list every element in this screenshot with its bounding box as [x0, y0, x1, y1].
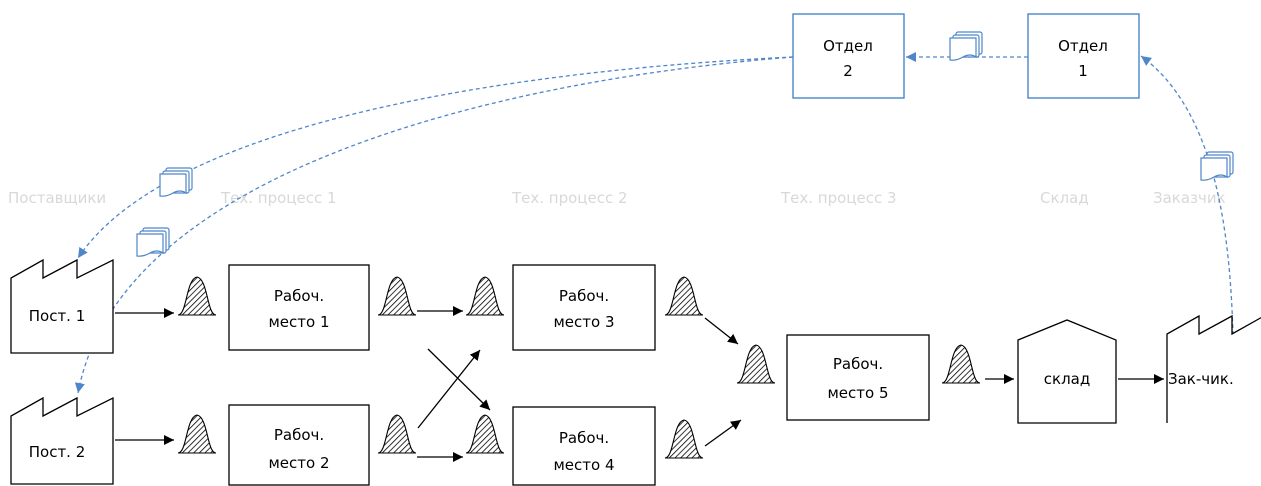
- workstation-4-title: Рабоч.: [559, 429, 609, 447]
- document-stack-icon: [1200, 151, 1234, 181]
- flow-ws4-to-ws5: [704, 419, 742, 447]
- department-1: Отдел 1: [1027, 13, 1140, 99]
- workstation-5-number: место 5: [827, 384, 888, 402]
- factory-icon: [1166, 314, 1261, 423]
- lane-labels: Поставщики Тех. процесс 1 Тех. процесс 2…: [8, 189, 1226, 207]
- info-flow-dept2-to-supplier1: [77, 56, 794, 259]
- department-2: Отдел 2: [792, 13, 905, 99]
- document-stack-icon: [159, 167, 193, 197]
- supplier-2-label: Пост. 2: [29, 443, 86, 461]
- supplier-1-label: Пост. 1: [29, 307, 86, 325]
- inventory-icon: [377, 414, 417, 454]
- workstation-3-number: место 3: [553, 313, 614, 331]
- warehouse: склад: [1017, 319, 1117, 424]
- inventory-icon: [941, 344, 981, 384]
- information-flows: [74, 52, 1234, 394]
- inventory-icon: [465, 276, 505, 316]
- warehouse-icon: [1017, 319, 1117, 424]
- inventory-icon: [664, 276, 704, 316]
- factory-icon: [10, 396, 114, 485]
- workstation-1-number: место 1: [268, 313, 329, 331]
- customer-label: Зак-чик.: [1168, 370, 1234, 388]
- lane-label-process-2: Тех. процесс 2: [511, 189, 628, 207]
- workstation-1: Рабоч. место 1: [228, 264, 370, 351]
- department-1-number: 1: [1078, 62, 1088, 80]
- inventory-icon: [664, 419, 704, 459]
- inventory-icon: [377, 276, 417, 316]
- supplier-1: Пост. 1: [10, 258, 114, 354]
- info-flow-customer-to-dept1: [1140, 55, 1234, 336]
- workstation-2-number: место 2: [268, 454, 329, 472]
- workstation-2-title: Рабоч.: [274, 426, 324, 444]
- flow-ws1-to-ws4: [427, 348, 491, 411]
- info-flow-dept2-to-supplier2: [74, 56, 794, 394]
- factory-icon: [10, 258, 114, 354]
- workstation-4-number: место 4: [553, 456, 614, 474]
- flow-ws2-to-ws3: [417, 349, 481, 429]
- lane-label-warehouse: Склад: [1040, 189, 1089, 207]
- workstation-4: Рабоч. место 4: [512, 406, 656, 486]
- warehouse-label: склад: [1044, 370, 1090, 388]
- lane-label-process-3: Тех. процесс 3: [780, 189, 897, 207]
- inventory-icon: [465, 414, 505, 454]
- workstation-5-title: Рабоч.: [833, 355, 883, 373]
- workstation-3-title: Рабоч.: [559, 287, 609, 305]
- department-2-number: 2: [843, 62, 853, 80]
- workstation-3: Рабоч. место 3: [512, 264, 656, 351]
- lane-label-customer: Заказчик: [1153, 189, 1226, 207]
- department-1-title: Отдел: [1058, 37, 1108, 55]
- inventory-icon: [177, 276, 217, 316]
- workstation-1-title: Рабоч.: [274, 287, 324, 305]
- lane-label-process-1: Тех. процесс 1: [220, 189, 337, 207]
- inventory-icon: [177, 414, 217, 454]
- supplier-2: Пост. 2: [10, 396, 114, 485]
- workstation-2: Рабоч. место 2: [228, 404, 370, 486]
- material-flows: [115, 306, 1164, 462]
- inventory-icon: [736, 344, 776, 384]
- lane-label-suppliers: Поставщики: [8, 189, 106, 207]
- document-stack-icon: [949, 31, 983, 61]
- document-stack-icon: [136, 227, 170, 257]
- customer: Зак-чик.: [1166, 314, 1261, 423]
- flow-ws3-to-ws5: [704, 317, 739, 345]
- workstation-5: Рабоч. место 5: [786, 334, 930, 421]
- department-2-title: Отдел: [823, 37, 873, 55]
